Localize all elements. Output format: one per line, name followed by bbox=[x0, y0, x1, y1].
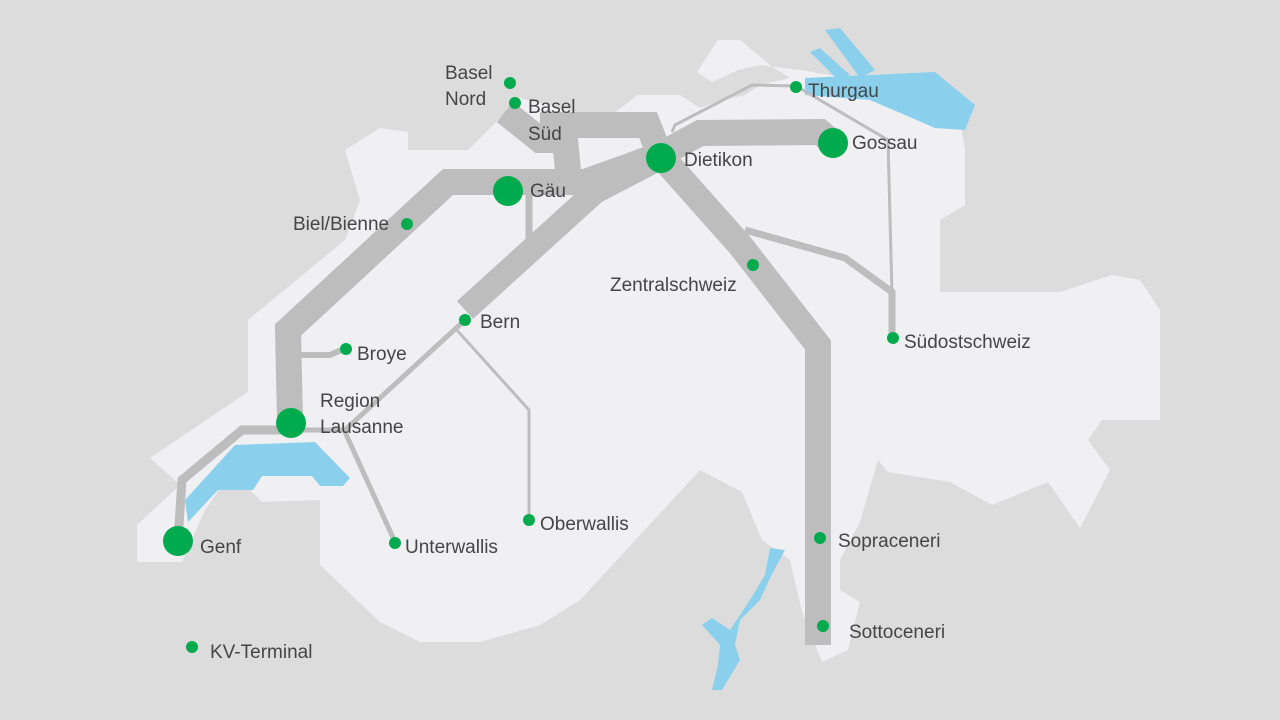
terminal-broye[interactable] bbox=[340, 343, 352, 355]
label-dietikon: Dietikon bbox=[684, 150, 753, 171]
terminal-suedostschweiz[interactable] bbox=[887, 332, 899, 344]
route-suedostschweiz bbox=[744, 226, 896, 338]
terminal-dietikon[interactable] bbox=[646, 143, 676, 173]
route-lausanne-gaeu bbox=[274, 169, 508, 421]
lake-zurich-upper bbox=[810, 48, 850, 80]
lakes bbox=[185, 28, 975, 690]
terminal-gossau[interactable] bbox=[818, 128, 848, 158]
terminal-biel[interactable] bbox=[401, 218, 413, 230]
route-thurgau bbox=[670, 83, 894, 296]
terminal-basel-nord[interactable] bbox=[504, 77, 516, 89]
route-oberwallis bbox=[453, 326, 531, 518]
label-basel-sued-2: Süd bbox=[528, 124, 562, 145]
lake-geneva bbox=[185, 442, 350, 522]
terminal-bern[interactable] bbox=[459, 314, 471, 326]
labels: Basel Nord Basel Süd Thurgau Gossau Diet… bbox=[200, 63, 1031, 663]
terminal-sottoceneri[interactable] bbox=[817, 620, 829, 632]
legend-label: KV-Terminal bbox=[210, 642, 312, 663]
label-suedostschweiz: Südostschweiz bbox=[904, 332, 1031, 353]
terminal-genf[interactable] bbox=[163, 526, 193, 556]
label-biel: Biel/Bienne bbox=[293, 214, 389, 235]
terminal-thurgau[interactable] bbox=[790, 81, 802, 93]
label-sottoceneri: Sottoceneri bbox=[849, 622, 945, 643]
legend-green-dot-icon bbox=[186, 641, 198, 653]
label-sopraceneri: Sopraceneri bbox=[838, 531, 940, 552]
terminal-unterwallis[interactable] bbox=[389, 537, 401, 549]
lake-constance bbox=[805, 72, 975, 130]
label-lausanne-2: Lausanne bbox=[320, 417, 403, 438]
label-gossau: Gossau bbox=[852, 133, 917, 154]
label-basel-nord-2: Nord bbox=[445, 89, 486, 110]
lake-constance-arm bbox=[825, 28, 875, 78]
route-dietikon-bern bbox=[456, 147, 666, 319]
label-gaeu: Gäu bbox=[530, 181, 566, 202]
switzerland-land bbox=[137, 40, 1160, 662]
label-basel-nord-1: Basel bbox=[445, 63, 493, 84]
label-lausanne-1: Region bbox=[320, 391, 380, 412]
label-genf: Genf bbox=[200, 537, 242, 558]
label-basel-sued-1: Basel bbox=[528, 97, 576, 118]
terminal-gaeu[interactable] bbox=[493, 176, 523, 206]
terminal-basel-sued[interactable] bbox=[509, 97, 521, 109]
route-unterwallis bbox=[342, 430, 398, 544]
terminals bbox=[163, 77, 899, 653]
label-thurgau: Thurgau bbox=[808, 81, 879, 102]
terminal-zentralschweiz[interactable] bbox=[747, 259, 759, 271]
label-bern: Bern bbox=[480, 312, 520, 333]
route-dietikon-ticino bbox=[650, 146, 831, 645]
label-unterwallis: Unterwallis bbox=[405, 537, 498, 558]
terminal-oberwallis[interactable] bbox=[523, 514, 535, 526]
label-oberwallis: Oberwallis bbox=[540, 514, 629, 535]
label-zentralschweiz: Zentralschweiz bbox=[610, 275, 737, 296]
terminal-lausanne[interactable] bbox=[276, 408, 306, 438]
route-lausanne-bern bbox=[292, 318, 467, 433]
route-genf-lausanne bbox=[173, 425, 292, 541]
terminal-sopraceneri[interactable] bbox=[814, 532, 826, 544]
lake-maggiore bbox=[702, 548, 785, 690]
label-broye: Broye bbox=[357, 344, 407, 365]
route-basel-dietikon bbox=[496, 101, 581, 172]
